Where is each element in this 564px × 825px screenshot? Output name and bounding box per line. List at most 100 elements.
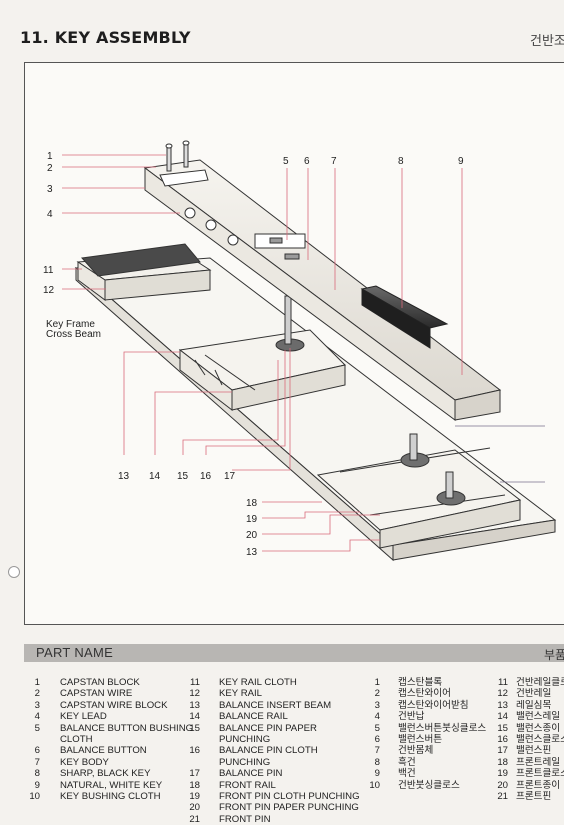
part-number: 19 <box>189 791 200 803</box>
callout-11: 11 <box>43 265 54 276</box>
part-name: 캡스탄와이어 <box>398 688 451 700</box>
callout-13-b: 13 <box>246 547 258 558</box>
part-row: 1 CAPSTAN BLOCK <box>24 677 194 688</box>
part-number: 8 <box>374 756 380 768</box>
part-name: CAPSTAN WIRE <box>60 688 133 700</box>
part-name: CAPSTAN BLOCK <box>60 677 140 688</box>
part-name: KEY BODY <box>60 756 109 768</box>
part-name: 흑건 <box>398 756 416 768</box>
callout-17: 17 <box>224 471 236 482</box>
part-row: 19 FRONT PIN CLOTH PUNCHING <box>184 791 359 802</box>
callout-3: 3 <box>47 184 53 195</box>
part-name: BALANCE INSERT BEAM <box>219 699 332 711</box>
callout-6: 6 <box>304 156 310 167</box>
part-name-band: PART NAME 부품 <box>24 644 564 662</box>
callout-12: 12 <box>43 285 55 296</box>
part-row: 6 BALANCE BUTTON <box>24 745 194 756</box>
part-number: 17 <box>497 745 508 757</box>
part-row: 5 밸런스버튼붓싱클로스 <box>364 723 504 734</box>
front-rail <box>316 433 522 549</box>
callout-20: 20 <box>246 530 258 541</box>
part-number: 20 <box>497 779 508 791</box>
callout-14: 14 <box>149 471 161 482</box>
part-name: BALANCE BUTTON <box>60 745 147 757</box>
part-number: 13 <box>497 699 508 711</box>
part-number: 7 <box>34 756 40 768</box>
part-name: 건반레일 <box>516 688 552 700</box>
part-number: 9 <box>374 768 380 780</box>
part-number: 14 <box>497 711 508 723</box>
part-name: SHARP, BLACK KEY <box>60 768 151 780</box>
part-row: 9 백건 <box>364 768 504 779</box>
callout-13-a: 13 <box>118 471 130 482</box>
part-name: 밸런스버튼 <box>398 734 443 746</box>
part-number: 20 <box>189 802 200 814</box>
callout-numbers: 1 2 3 4 5 6 7 8 9 11 12 13 14 15 16 17 1… <box>43 151 464 558</box>
part-name: 밸런스버튼붓싱클로스 <box>398 722 487 734</box>
part-number: 6 <box>34 745 40 757</box>
part-name: 프론트레일 <box>516 756 561 768</box>
part-name: FRONT PIN CLOTH PUNCHING <box>219 791 360 803</box>
part-name: 밸런스종이 <box>516 722 561 734</box>
callout-4: 4 <box>47 209 53 220</box>
part-number: 7 <box>374 745 380 757</box>
part-number: 5 <box>374 722 380 734</box>
part-number: 5 <box>34 722 40 734</box>
part-number: 8 <box>34 768 40 780</box>
callout-7: 7 <box>331 156 337 167</box>
label-cross-beam: Cross Beam <box>46 329 101 340</box>
part-name: 레일심목 <box>516 699 552 711</box>
part-number: 16 <box>497 734 508 746</box>
part-row: 7 KEY BODY <box>24 757 194 768</box>
part-number: 18 <box>497 756 508 768</box>
part-row: 18 프론트레일 <box>492 757 564 768</box>
part-name: 백건 <box>398 768 416 780</box>
part-number: 21 <box>497 791 508 803</box>
part-row: 15 밸런스종이 <box>492 723 564 734</box>
callout-5: 5 <box>283 156 289 167</box>
part-number: 1 <box>34 677 40 688</box>
part-row: 8 흑건 <box>364 757 504 768</box>
part-number: 11 <box>498 677 508 688</box>
part-number: 13 <box>189 699 200 711</box>
key-rail <box>76 243 212 301</box>
part-number: 4 <box>374 711 380 723</box>
callout-19: 19 <box>246 514 258 525</box>
part-number: 1 <box>374 677 380 688</box>
part-row: 13 BALANCE INSERT BEAM <box>184 700 359 711</box>
part-name: BALANCE PIN <box>219 768 283 780</box>
part-number: 3 <box>34 699 40 711</box>
part-number: 16 <box>189 745 200 757</box>
part-number: 15 <box>497 722 508 734</box>
part-name: FRONT RAIL <box>219 779 276 791</box>
part-row: 8 SHARP, BLACK KEY <box>24 768 194 779</box>
part-name: 캡스탄블록 <box>398 677 443 688</box>
part-name: FRONT PIN <box>219 813 271 825</box>
callout-15: 15 <box>177 471 189 482</box>
part-number: 9 <box>34 779 40 791</box>
key-assembly-diagram: 1 2 3 4 5 6 7 8 9 11 12 13 14 15 16 17 1… <box>43 140 557 562</box>
leader-lines <box>62 154 545 552</box>
part-name: KEY RAIL <box>219 688 263 700</box>
part-name: KEY RAIL CLOTH <box>219 677 297 688</box>
